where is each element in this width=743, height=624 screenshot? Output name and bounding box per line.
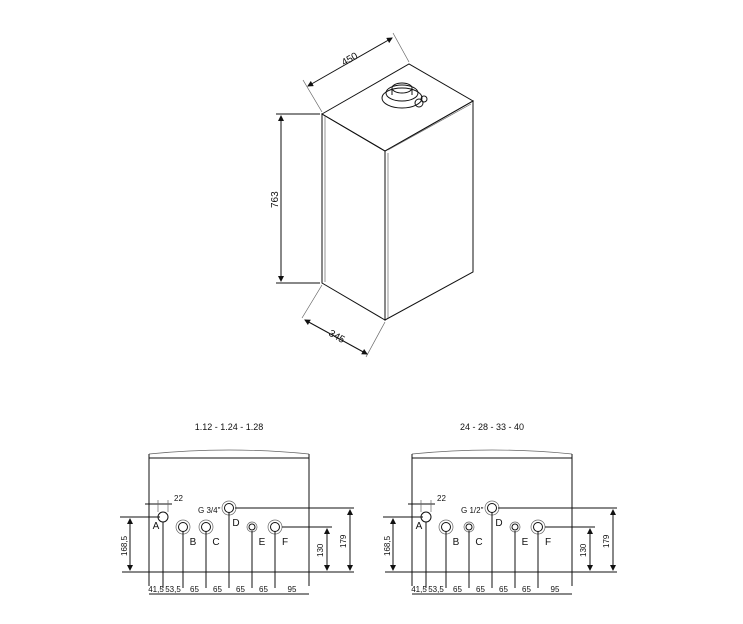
view-title: 1.12 - 1.24 - 1.28	[195, 422, 264, 432]
dim-168-label: 168,5	[120, 535, 129, 556]
bottom-view-2: 24 - 28 - 33 - 40 A B C D E F G 1/2" 22 168,5 179 1…	[383, 422, 617, 595]
connection-pipe-icon	[201, 522, 211, 532]
connection-label: A	[416, 521, 423, 532]
connection-label: B	[190, 537, 197, 548]
connection-pipe-icon	[178, 522, 188, 532]
connection-label: A	[153, 521, 160, 532]
dim-179-label: 179	[339, 534, 348, 548]
connection-pipe-icon	[511, 523, 519, 531]
thread-size-label: G 1/2"	[461, 506, 484, 515]
spacing-label: 41,5	[411, 585, 427, 594]
connection-pipe-icon	[533, 522, 543, 532]
thread-size-label: G 3/4"	[198, 506, 221, 515]
dim-22-label: 22	[174, 494, 183, 503]
spacing-label: 53,5	[165, 585, 181, 594]
connection-pipe-icon	[487, 503, 497, 513]
spacing-label: 65	[190, 585, 199, 594]
connection-label: F	[545, 537, 551, 548]
spacing-label: 95	[288, 585, 297, 594]
spacing-label: 65	[259, 585, 268, 594]
connection-label: C	[212, 537, 219, 548]
spacing-label: 65	[236, 585, 245, 594]
connection-label: F	[282, 537, 288, 548]
spacing-label: 65	[499, 585, 508, 594]
dim-179-label: 179	[602, 534, 611, 548]
connection-label: C	[475, 537, 482, 548]
spacing-label: 65	[213, 585, 222, 594]
width-dimension: 450	[340, 51, 360, 69]
dim-168-label: 168,5	[383, 535, 392, 556]
connection-pipe-icon	[248, 523, 256, 531]
flue-outlet-icon	[381, 82, 428, 109]
dim-22-label: 22	[437, 494, 446, 503]
view-title: 24 - 28 - 33 - 40	[460, 422, 524, 432]
connection-pipe-icon	[224, 503, 234, 513]
connection-label: D	[495, 518, 502, 529]
connection-label: E	[259, 537, 266, 548]
connection-pipe-icon	[441, 522, 451, 532]
isometric-boiler: 450 763 345	[270, 32, 475, 358]
depth-dimension: 345	[327, 328, 347, 346]
connection-pipe-icon	[465, 523, 473, 531]
spacing-label: 41,5	[148, 585, 164, 594]
spacing-label: 65	[453, 585, 462, 594]
bottom-view-1: 1.12 - 1.24 - 1.28A B C D E F G 3/4" 22 168,5 179…	[120, 422, 354, 595]
connection-label: E	[522, 537, 529, 548]
spacing-label: 65	[476, 585, 485, 594]
housing-top-curve	[411, 449, 573, 455]
spacing-label: 53,5	[428, 585, 444, 594]
housing-top-curve	[148, 449, 310, 455]
spacing-label: 65	[522, 585, 531, 594]
connection-label: D	[232, 518, 239, 529]
dim-130-label: 130	[579, 543, 588, 557]
connection-pipe-icon	[270, 522, 280, 532]
height-dimension: 763	[270, 191, 281, 208]
connection-label: B	[453, 537, 460, 548]
spacing-label: 95	[551, 585, 560, 594]
dim-130-label: 130	[316, 543, 325, 557]
